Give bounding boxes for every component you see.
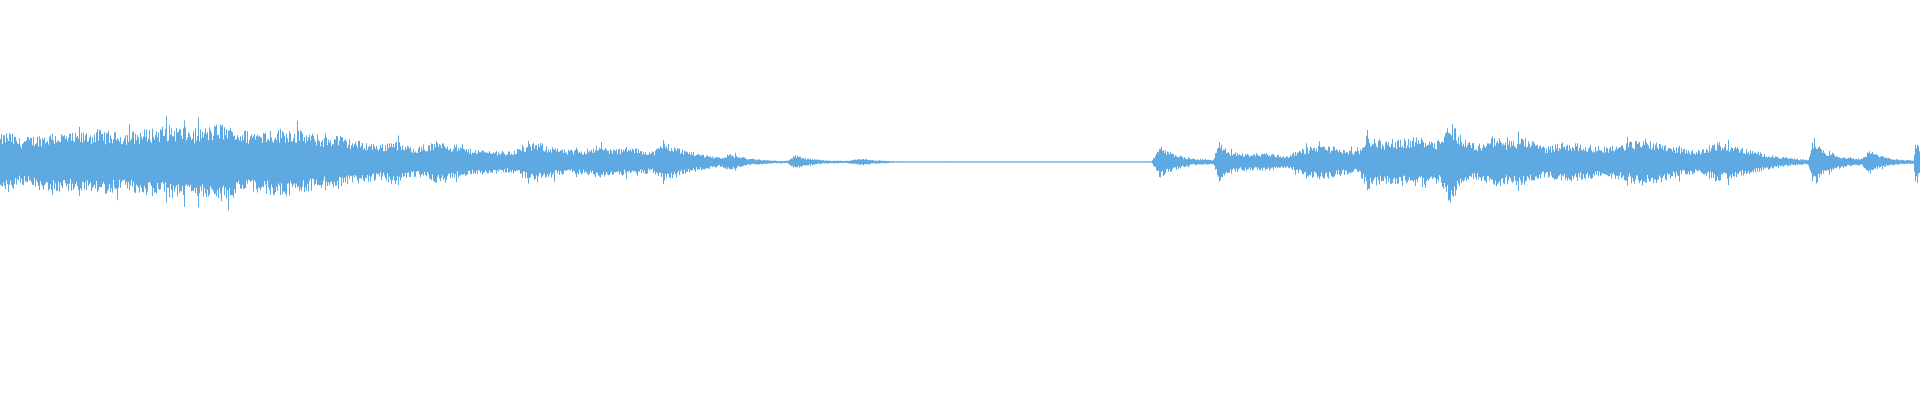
waveform-bars [0, 116, 1920, 211]
waveform-path [0, 116, 1920, 211]
